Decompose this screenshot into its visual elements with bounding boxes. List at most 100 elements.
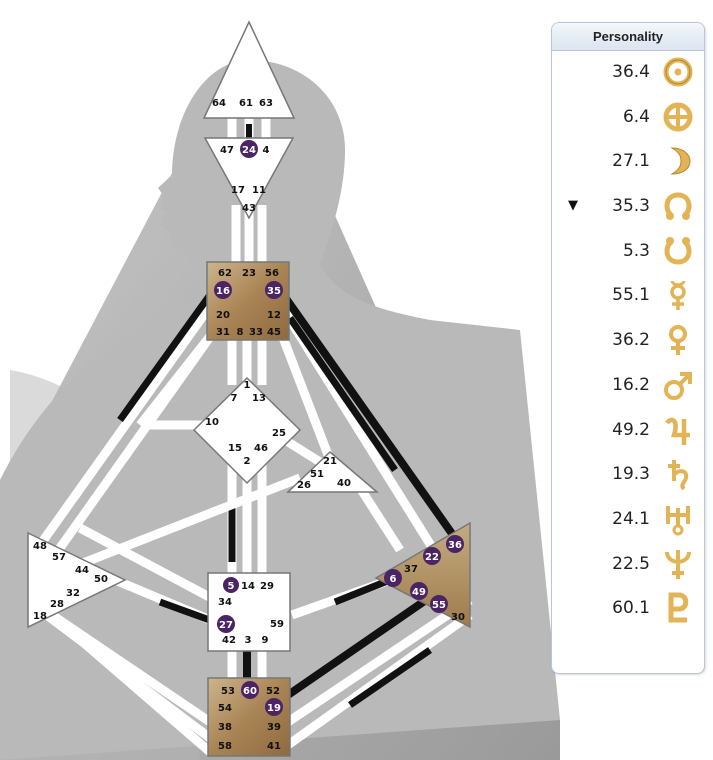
planet-value: 36.4 [612, 62, 650, 82]
pluto-icon [668, 592, 689, 623]
planet-value: 55.1 [612, 285, 650, 306]
gate-15: 15 [228, 443, 242, 454]
gate-46: 46 [254, 443, 268, 454]
planet-row-jupiter[interactable]: 49.2 [552, 409, 704, 454]
gate-labels: 64 61 63 47 24 4 17 11 43 62 23 56 16 35… [33, 98, 465, 752]
gate-18: 18 [33, 611, 47, 622]
gate-7: 7 [231, 393, 238, 404]
personality-panel: Personality 36.4 6.4 27.1 ▼ 35.3 5 [551, 22, 705, 674]
gate-12: 12 [267, 310, 281, 321]
gate-9: 9 [262, 635, 269, 646]
ajna-center [203, 137, 295, 220]
planet-value: 16.2 [612, 374, 650, 395]
gate-11: 11 [252, 185, 266, 196]
gate-35-marker [265, 281, 283, 299]
gate-16-marker [214, 281, 232, 299]
head-center [202, 20, 296, 119]
planet-row-neptune[interactable]: 22.5 [552, 543, 704, 588]
planet-value: 60.1 [612, 598, 650, 619]
gate-8: 8 [237, 327, 244, 338]
gate-24-marker [240, 140, 258, 158]
gate-37: 37 [404, 564, 418, 575]
gate-2: 2 [244, 456, 251, 467]
gate-64: 64 [212, 98, 226, 109]
gate-49: 49 [412, 587, 426, 598]
ego-center [286, 450, 380, 493]
planet-row-earth[interactable]: 6.4 [552, 96, 704, 141]
gate-53: 53 [221, 686, 235, 697]
gate-26: 26 [297, 480, 311, 491]
gate-49-marker [410, 582, 428, 600]
gate-33: 33 [249, 327, 263, 338]
gate-55-marker [430, 595, 448, 613]
gate-43: 43 [242, 203, 256, 214]
gate-25: 25 [272, 428, 286, 439]
gate-5: 5 [228, 581, 235, 592]
throat-center [206, 261, 290, 341]
gate-32: 32 [66, 588, 80, 599]
gate-19: 19 [267, 703, 281, 714]
planet-row-south-node[interactable]: 5.3 [552, 230, 704, 275]
planet-value: 6.4 [622, 106, 650, 127]
planet-row-north-node[interactable]: ▼ 35.3 [552, 185, 704, 230]
gate-58: 58 [218, 741, 232, 752]
planet-row-moon[interactable]: 27.1 [552, 140, 704, 185]
gate-44: 44 [75, 565, 89, 576]
south-node-icon [664, 236, 692, 265]
planet-row-saturn[interactable]: 19.3 [552, 453, 704, 498]
panel-title: Personality [552, 23, 704, 51]
earth-icon [663, 102, 693, 132]
gate-1: 1 [244, 380, 251, 391]
gate-48: 48 [33, 541, 47, 552]
gate-17: 17 [231, 185, 245, 196]
gate-38: 38 [218, 722, 232, 733]
jupiter-icon [665, 417, 690, 445]
saturn-icon [668, 460, 689, 491]
gate-54: 54 [218, 703, 232, 714]
gate-57: 57 [52, 552, 66, 563]
gate-42: 42 [222, 635, 236, 646]
gate-45: 45 [267, 327, 281, 338]
gate-24: 24 [242, 145, 256, 156]
moon-icon [670, 147, 691, 175]
gate-62: 62 [218, 268, 232, 279]
gate-28: 28 [50, 599, 64, 610]
gate-6-marker [384, 569, 402, 587]
planet-value: 36.2 [612, 330, 650, 351]
mars-icon [664, 371, 692, 400]
gate-30: 30 [451, 612, 465, 623]
gate-60-marker [241, 681, 259, 699]
gate-55: 55 [432, 600, 446, 611]
g-center [192, 376, 302, 485]
planet-row-mercury[interactable]: 55.1 [552, 274, 704, 319]
planet-value: 22.5 [612, 553, 650, 574]
planet-row-sun[interactable]: 36.4 [552, 51, 704, 96]
gate-21: 21 [323, 456, 337, 467]
uranus-icon [666, 505, 690, 536]
gate-27-marker [217, 615, 235, 633]
planet-row-mars[interactable]: 16.2 [552, 364, 704, 409]
gate-6: 6 [390, 574, 397, 585]
gate-16: 16 [216, 286, 230, 297]
planet-row-uranus[interactable]: 24.1 [552, 498, 704, 543]
gate-56: 56 [265, 268, 279, 279]
gate-27: 27 [219, 620, 233, 631]
planet-row-venus[interactable]: 36.2 [552, 319, 704, 364]
gate-60: 60 [243, 686, 257, 697]
mercury-icon [670, 280, 686, 311]
planet-row-pluto[interactable]: 60.1 [552, 587, 704, 632]
gate-34: 34 [218, 597, 232, 608]
gate-20: 20 [216, 310, 230, 321]
gate-14: 14 [241, 581, 255, 592]
gate-40: 40 [337, 478, 351, 489]
gate-3: 3 [245, 635, 252, 646]
gate-39: 39 [267, 722, 281, 733]
sacral-center [207, 572, 291, 652]
sun-icon [663, 57, 693, 87]
planet-value: 35.3 [612, 196, 650, 217]
spleen-center [27, 531, 127, 629]
gate-22: 22 [425, 552, 439, 563]
neptune-icon [665, 549, 691, 579]
gate-50: 50 [94, 574, 108, 585]
gate-31: 31 [216, 327, 230, 338]
